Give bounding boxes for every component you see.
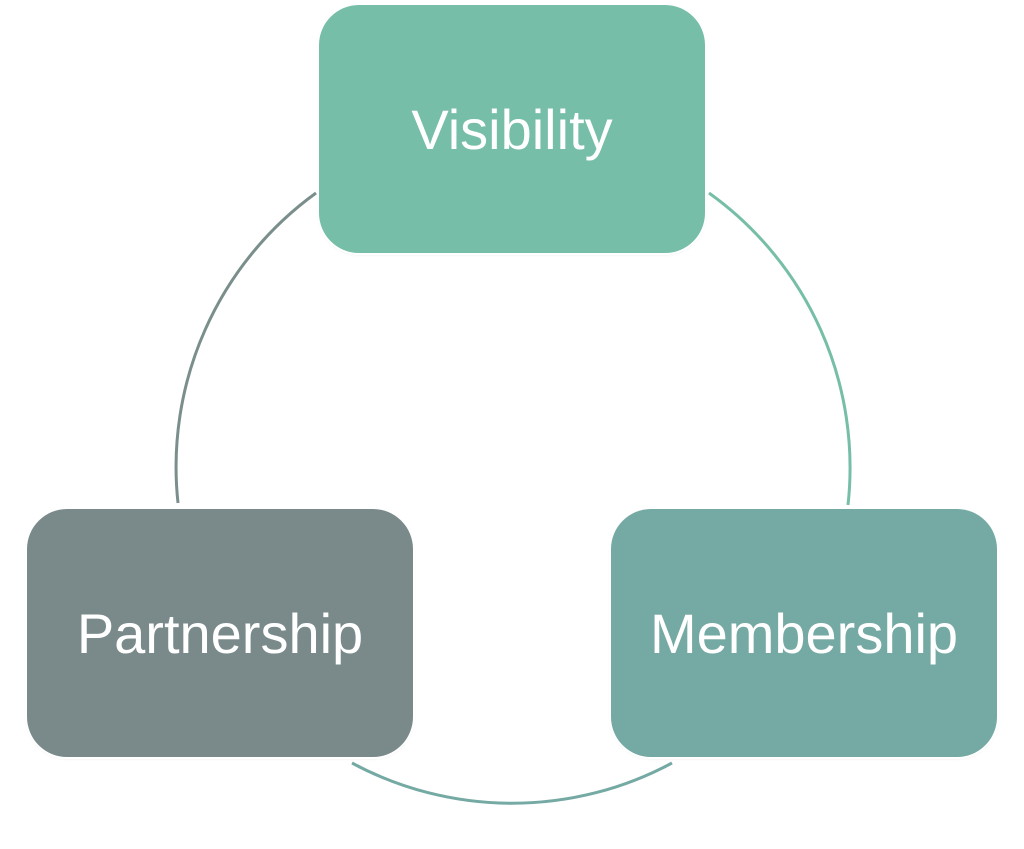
node-partnership: Partnership [27, 509, 413, 757]
arc-partnership-to-visibility [174, 191, 317, 504]
node-membership: Membership [611, 509, 997, 757]
node-visibility: Visibility [319, 5, 705, 253]
node-label: Partnership [76, 601, 364, 665]
arc-visibility-to-membership [708, 191, 852, 506]
node-label: Membership [649, 601, 959, 665]
node-label: Visibility [411, 97, 613, 161]
arc-membership-to-partnership [351, 761, 673, 805]
